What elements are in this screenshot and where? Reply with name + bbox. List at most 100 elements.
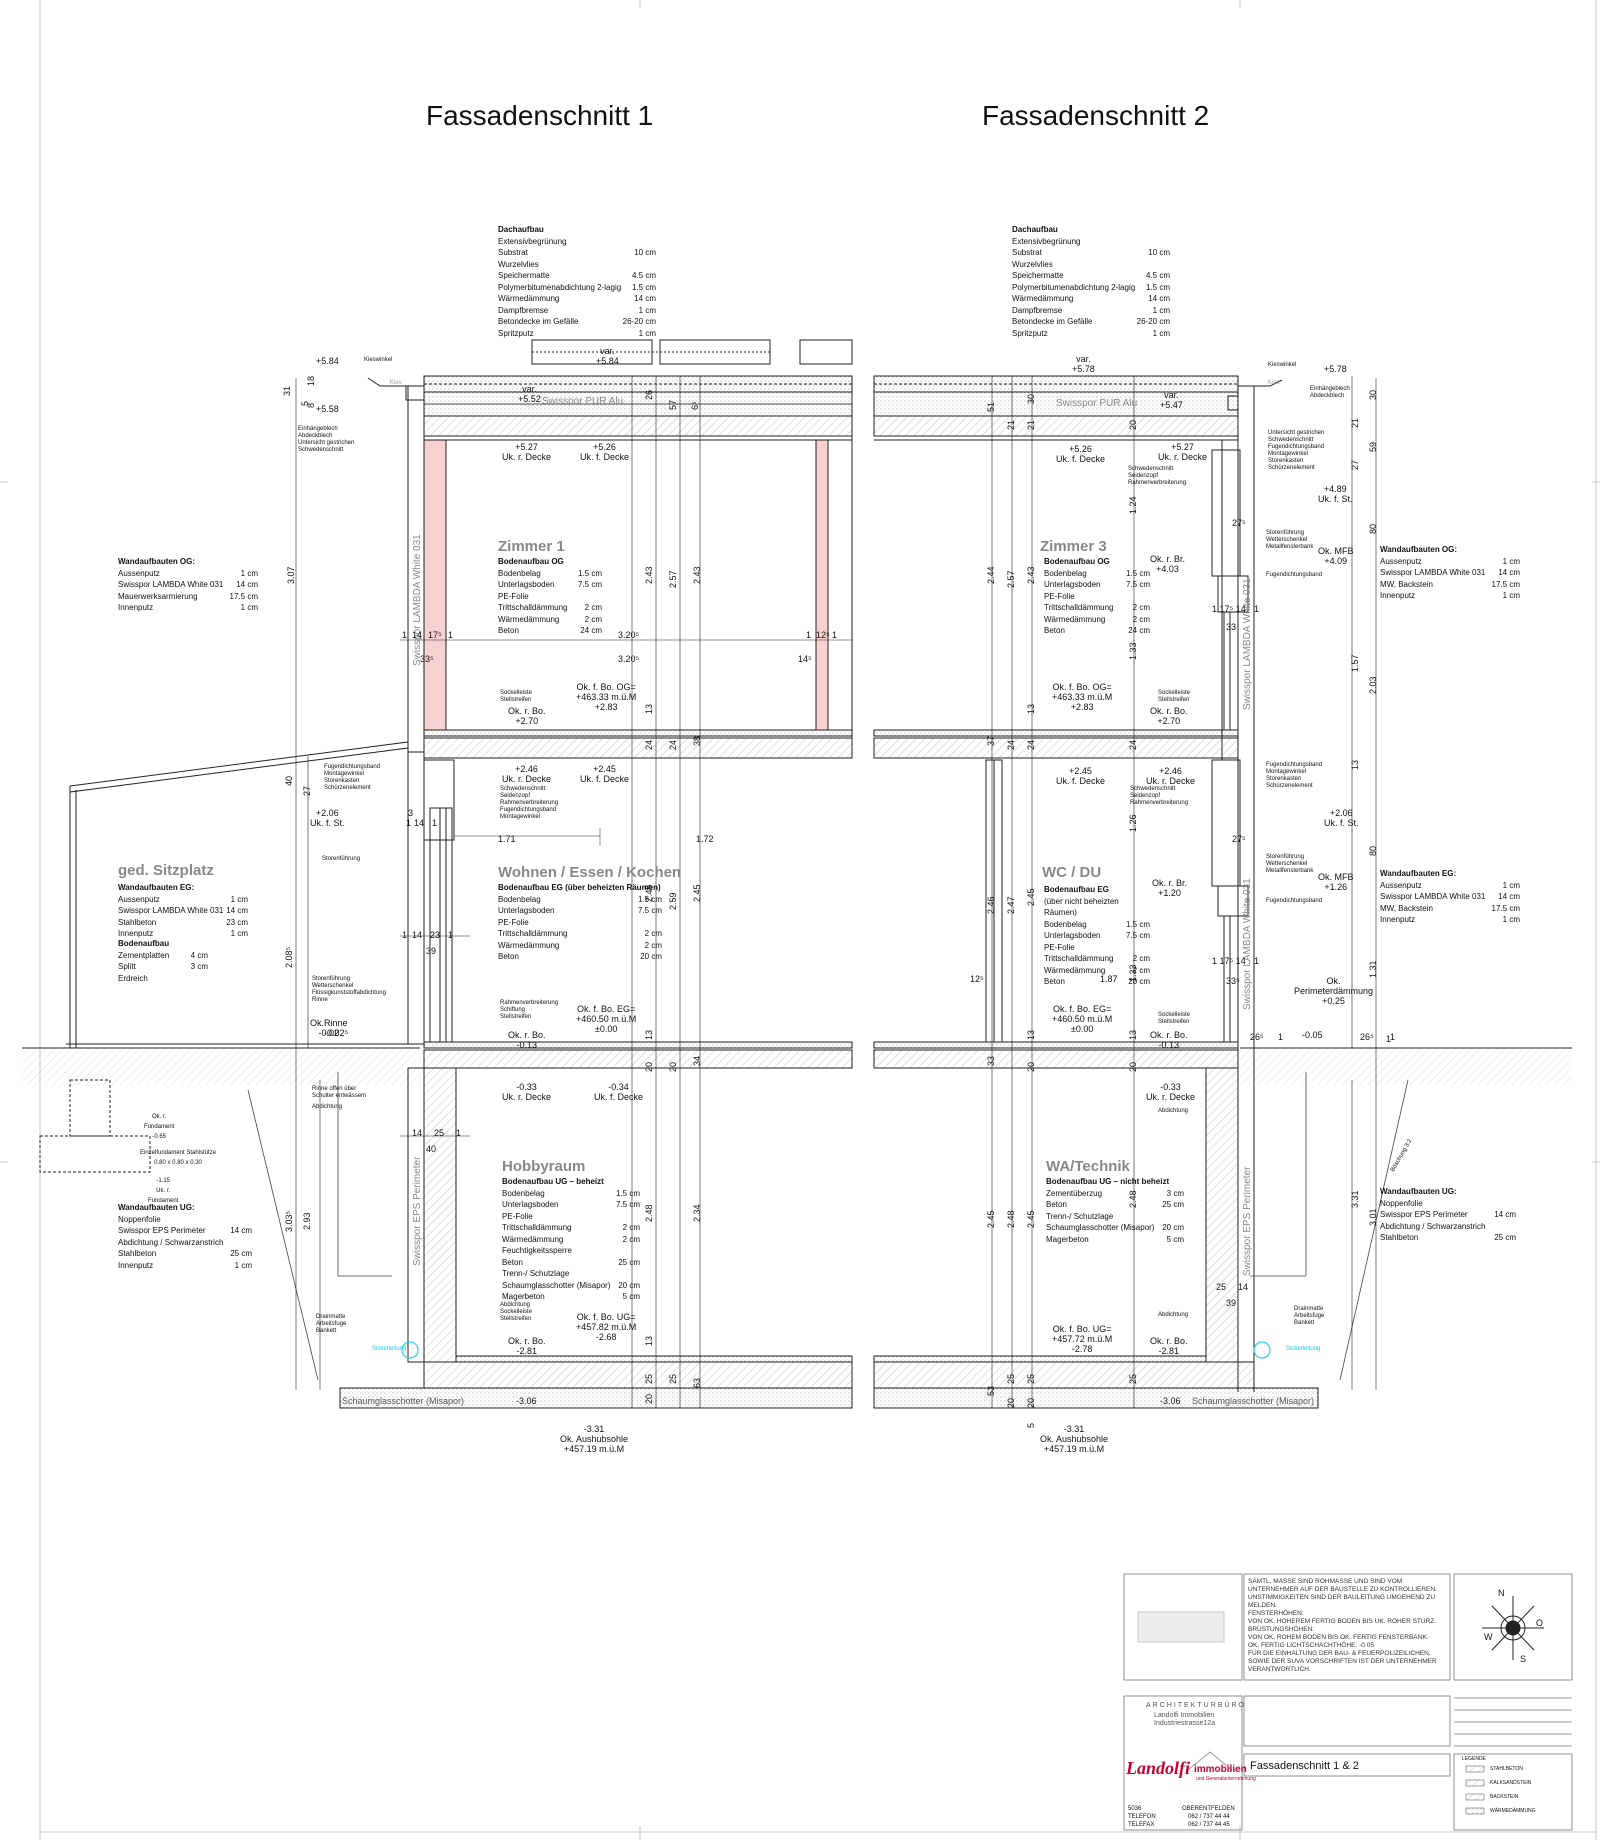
note-l-stor2: Storenführung Wetterschenkel Flüssigkuns… [312,976,386,1003]
dim-right-r80b: 80 [1368,845,1378,856]
layer-name: Spritzputz [1012,328,1048,338]
layer-name: Trittschalldämmung [498,603,568,612]
boden_og_right-row: PE-Folie [1044,591,1150,603]
compass-rose [1482,1596,1544,1660]
ground-hatch-right [1240,1049,1572,1085]
level-l-206: +2.06 Uk. f. St. [310,808,345,828]
layer-thickness: 7.5 cm [637,906,662,915]
level-l-246: +2.46 Uk. r. Decke [502,764,552,784]
layer-thickness: 2 cm [584,603,602,612]
layer-name: Aussenputz [118,894,160,904]
dim-right-d20c: 20 [1128,1061,1138,1072]
layer-thickness: 17.5 cm [229,591,258,601]
wand_ug_left-row: Abdichtung / Schwarzanstrich [118,1237,252,1249]
dim-right-d24b: 24 [1026,739,1036,750]
layer-thickness: 2 cm [644,940,662,950]
layer-name: Spritzputz [498,328,534,338]
dachaufbau_right-heading: Dachaufbau [1012,225,1058,234]
layer-name: Wärmedämmung [1044,965,1106,975]
dachaufbau_left-row: Extensivbegrünung [498,236,656,248]
dim-left-w125: 12⁵ [816,630,830,640]
layer-name: Bodenbelag [498,568,541,578]
level-l-584: +5.84 [316,356,339,366]
layer-name: Substrat [498,248,528,257]
layer-name: Mauerwerksarmierung [118,591,198,601]
layer-name: Trittschalldämmung [1044,954,1114,963]
dim-right-g265a: 26⁵ [1250,1032,1264,1042]
layer-thickness: 1 cm [1152,305,1170,315]
dim-left-w145: 14⁵ [798,654,812,664]
layer-thickness: 1.5 cm [637,894,662,904]
dim-left-f14: 14 [412,930,423,940]
dim-right-d25a: 25 [1006,1373,1016,1384]
dim-right-r131: 1.31 [1368,960,1378,978]
level-okr-270-r: Ok. r. Bo. +2.70 [1150,706,1188,726]
dim-left-e14: 14 [414,818,425,828]
section-right [873,375,1377,1409]
layer-thickness: 1 cm [230,929,248,938]
dim-left-e1: 1 [406,818,412,828]
dim-left-d38: 38 [692,735,702,746]
dim-right-r13: 13 [1350,759,1360,770]
boden_eg_right-row: PE-Folie [1044,942,1150,954]
layer-thickness: 17.5 cm [1491,903,1520,913]
layer-name: Extensivbegrünung [498,236,567,246]
note-r-fugen2: Fugendichtungsband [1266,898,1323,904]
drain-pipes [401,1341,1271,1359]
note-r-abd2: Abdichtung [1158,1312,1189,1318]
layer-name: Schaumglasschotter (Misapor) [502,1280,611,1290]
boden_ug_left-row: Feuchtigkeitssperre [502,1245,640,1257]
layer-name: MW, Backstein [1380,903,1433,913]
dim-right-u39: 39 [1226,1298,1237,1308]
dim-right-r27: 27 [1350,459,1360,470]
layer-name: Noppenfolie [118,1214,161,1224]
dim-right-d248b: 2.48 [1128,1190,1138,1208]
layer-thickness: 20 cm [1128,977,1150,986]
layer-name: Extensivbegrünung [1012,236,1081,246]
dim-right-d133a: 1.33 [1128,642,1138,660]
layer-thickness: 14 cm [1498,568,1520,577]
layer-thickness: 14 cm [634,294,656,303]
layer-name: Wärmedämmung [498,614,560,624]
title-plz: 5036 [1128,1806,1142,1812]
layer-name: Betondecke im Gefälle [1012,317,1093,326]
boden_ug_left-row: Trenn-/ Schutzlage [502,1268,640,1280]
dim-right-d13a: 13 [1026,703,1036,714]
layer-name: Magerbeton [502,1292,545,1301]
boden_ug_right-heading: Bodenaufbau UG – nicht beheizt [1046,1177,1170,1186]
dim-left-ok002: -0.02⁵ [324,1028,349,1038]
dim-left-d25b: 25 [668,1373,678,1384]
dim-left-f39: 39 [426,946,437,956]
boden_og_left-heading: Bodenaufbau OG [498,557,564,566]
layer-name: Speichermatte [498,271,550,280]
dim-right-d5: 5 [1026,1422,1036,1428]
layer-thickness: 24 cm [580,626,602,635]
level-r-489: +4.89 Uk. f. St. [1318,484,1353,504]
dim-left-d245b: 2.45 [692,884,702,902]
level-aushub-l: -3.31 Ok. Aushubsohle +457.19 m.ü.M [560,1424,629,1454]
layer-thickness: 1 cm [230,894,248,904]
note-r-stor2: Storenführung Wetterschenkel Metallfenst… [1266,854,1314,874]
layer-thickness: 10 cm [1148,248,1170,257]
dim-left-u14: 14 [412,1128,423,1138]
level-l-558: +5.58 [316,404,339,414]
layer-name: Wärmedämmung [1012,294,1074,303]
note-r-sockel-eg: Sockelleiste Stellstreifen [1158,1012,1191,1025]
boden_eg_right-heading: Bodenaufbau EG [1044,885,1109,894]
dim-right-d25c: 25 [1128,1373,1138,1384]
dim-left-d34: 34 [692,1055,702,1066]
label-swisspor-pur-r: Swisspor PUR Alu [1056,398,1138,409]
dim-left-d65: 6⁵ [690,401,700,410]
layer-name: Abdichtung / Schwarzanstrich [118,1237,224,1247]
